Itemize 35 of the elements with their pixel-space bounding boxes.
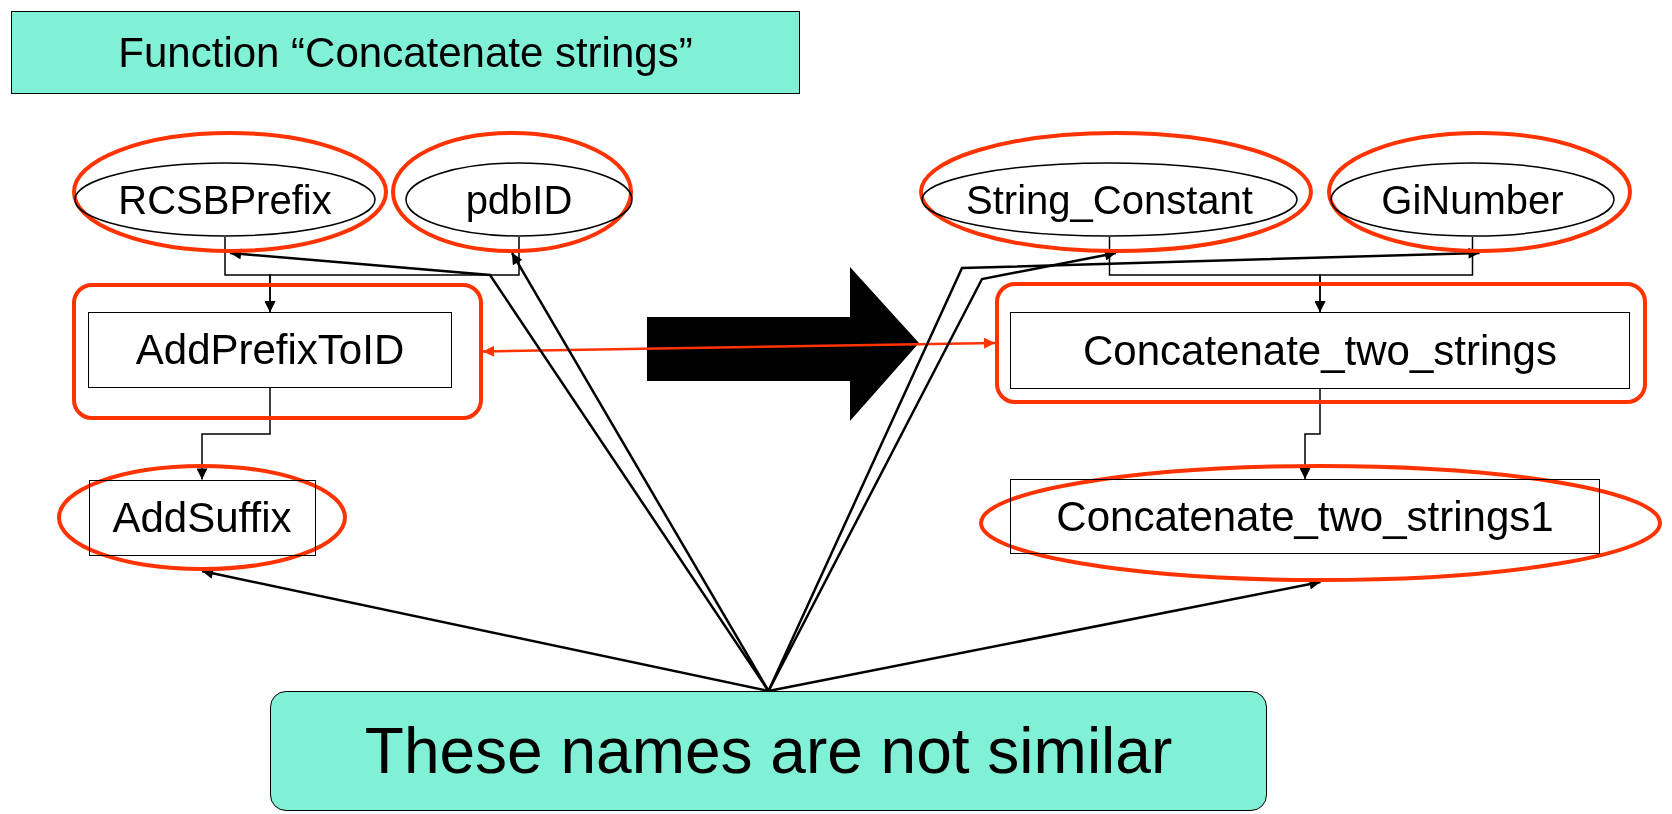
node-label: String_Constant bbox=[966, 179, 1253, 220]
title-box bbox=[11, 11, 800, 94]
node-label: These names are not similar bbox=[364, 719, 1173, 783]
arrow bbox=[196, 387, 271, 481]
highlight-ellipse bbox=[72, 131, 388, 253]
highlight-frame bbox=[72, 283, 483, 420]
process-box bbox=[1010, 312, 1630, 389]
note-box bbox=[270, 691, 1267, 811]
arrow bbox=[767, 247, 1480, 692]
input-ellipse bbox=[921, 162, 1298, 237]
node-label: Concatenate_two_strings1 bbox=[1056, 495, 1554, 538]
node-label: AddSuffix bbox=[112, 496, 292, 539]
input-ellipse bbox=[405, 162, 633, 237]
arrow bbox=[510, 252, 770, 692]
double-arrow bbox=[482, 337, 996, 357]
arrow bbox=[1299, 388, 1321, 480]
node-label: GiNumber bbox=[1381, 179, 1564, 220]
process-box bbox=[88, 479, 316, 556]
highlight-ellipse bbox=[1327, 131, 1632, 253]
input-ellipse bbox=[74, 162, 376, 237]
highlight-ellipse bbox=[979, 464, 1662, 582]
node-label: Function “Concatenate strings” bbox=[118, 31, 693, 74]
input-ellipse bbox=[1330, 162, 1615, 237]
highlight-frame bbox=[995, 282, 1647, 404]
arrow bbox=[1314, 236, 1474, 313]
node-label: Concatenate_two_strings bbox=[1083, 329, 1557, 372]
highlight-ellipse bbox=[919, 131, 1313, 253]
node-label: AddPrefixToID bbox=[135, 329, 405, 371]
highlight-ellipse bbox=[57, 464, 347, 571]
process-box bbox=[1010, 479, 1600, 554]
node-label: RCSBPrefix bbox=[118, 179, 332, 220]
arrow bbox=[264, 236, 520, 313]
process-box bbox=[88, 312, 452, 388]
node-label: pdbID bbox=[465, 179, 573, 220]
highlight-ellipse bbox=[391, 131, 633, 253]
